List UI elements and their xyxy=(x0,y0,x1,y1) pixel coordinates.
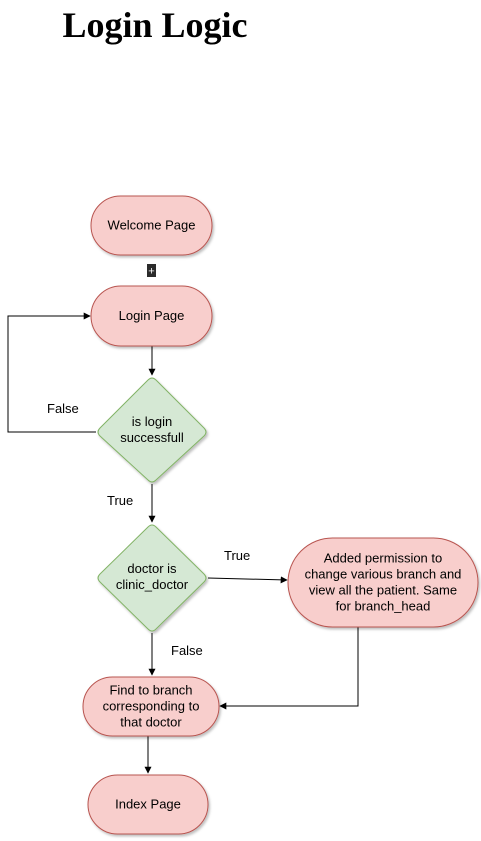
node-label-line: Login Page xyxy=(119,308,185,323)
node-label-line: clinic_doctor xyxy=(116,577,189,592)
edge-permission-to-find-branch xyxy=(219,627,359,710)
node-label-line: Added permission to xyxy=(324,551,443,566)
edge-label-true-right: True xyxy=(224,548,250,563)
node-label-line: corresponding to xyxy=(103,699,200,714)
edge-label-true-down: True xyxy=(107,493,133,508)
node-label-line: view all the patient. Same xyxy=(309,583,457,598)
diagram-title: Login Logic xyxy=(62,5,248,45)
node-label-line: change various branch and xyxy=(305,567,462,582)
connectors xyxy=(7,312,359,774)
node-welcome-page-label: Welcome Page xyxy=(108,218,196,233)
node-index-page[interactable]: Index Page xyxy=(87,774,209,835)
node-label-line: for branch_head xyxy=(336,599,431,614)
node-label-line: Welcome Page xyxy=(108,218,196,233)
edge-label-false-back: False xyxy=(47,401,79,416)
node-label-line: successfull xyxy=(120,430,184,445)
svg-text:+: + xyxy=(148,266,154,278)
edge-false-back-to-login xyxy=(7,312,96,433)
node-label-line: doctor is xyxy=(127,561,177,576)
node-label-line: that doctor xyxy=(120,715,182,730)
expand-marker[interactable]: + xyxy=(147,264,156,278)
node-index-page-label: Index Page xyxy=(115,797,181,812)
node-login-page-label: Login Page xyxy=(119,308,185,323)
edge-label-false-down: False xyxy=(171,643,203,658)
node-welcome-page[interactable]: Welcome Page xyxy=(90,195,213,256)
node-label-line: Find to branch xyxy=(109,683,192,698)
node-login-page[interactable]: Login Page xyxy=(90,285,213,347)
node-label-line: Index Page xyxy=(115,797,181,812)
edge-true-to-permission xyxy=(207,576,288,584)
node-label-line: is login xyxy=(132,414,172,429)
